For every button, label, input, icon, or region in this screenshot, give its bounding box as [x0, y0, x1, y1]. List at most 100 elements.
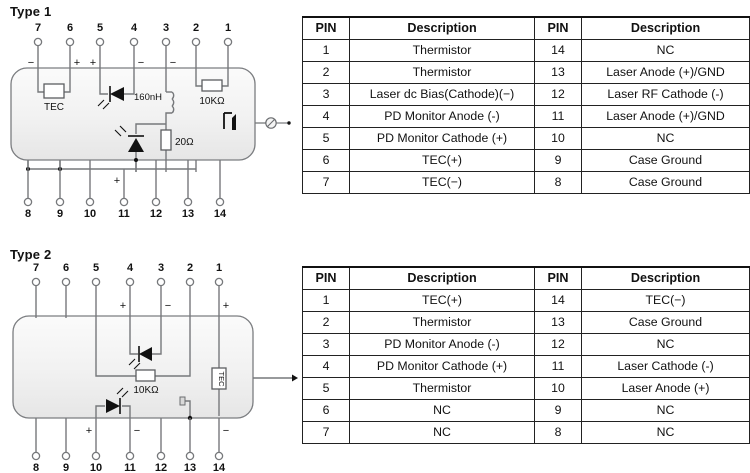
desc-right: Laser RF Cathode (-)	[581, 83, 750, 106]
top-pin-leads	[35, 284, 220, 358]
table-row: 6 TEC(+) 9 Case Ground	[302, 149, 750, 172]
thermistor-resistor	[135, 369, 156, 382]
laser-diode	[106, 387, 129, 414]
bottom-pin-number: 12	[155, 462, 167, 473]
top-pin-number: 6	[67, 22, 73, 34]
bottom-pin-number: 8	[25, 208, 31, 219]
desc-right: NC	[581, 399, 750, 422]
pin-left: 7	[302, 171, 350, 194]
table-row: 4 PD Monitor Anode (-) 11 Laser Anode (+…	[302, 105, 750, 128]
desc-right: Laser Anode (+)/GND	[581, 105, 750, 128]
top-polarity-marks: − + + − −	[28, 57, 176, 69]
rf-resistor-label: 20Ω	[175, 137, 194, 148]
top-pin-circles	[31, 277, 224, 287]
polarity-mark: +	[86, 425, 92, 437]
bottom-pin-circles	[31, 451, 224, 461]
table-row: 2 Thermistor 13 Case Ground	[302, 311, 750, 334]
desc-right: NC	[581, 127, 750, 150]
desc-right: Case Ground	[581, 311, 750, 334]
rf-termination-resistor	[160, 129, 172, 151]
pin-left: 4	[302, 105, 350, 128]
desc-right: Laser Anode (+)/GND	[581, 61, 750, 84]
pin-right: 8	[534, 171, 582, 194]
desc-left: NC	[349, 399, 535, 422]
desc-right: Case Ground	[581, 171, 750, 194]
bottom-pin-numbers: 8 9 10 11 12 13 14	[25, 208, 227, 219]
bottom-pin-leads	[27, 160, 221, 200]
desc-left: TEC(+)	[349, 289, 535, 312]
desc-right: NC	[581, 39, 750, 62]
pin-left: 6	[302, 399, 350, 422]
pin-right: 8	[534, 421, 582, 444]
desc-left: PD Monitor Anode (-)	[349, 105, 535, 128]
polarity-mark: +	[120, 300, 126, 312]
type-2-diagram: 7 6 5 4 3 2 1 + − +	[0, 258, 300, 473]
table-row: 1 TEC(+) 14 TEC(−)	[302, 289, 750, 312]
desc-left: Laser dc Bias(Cathode)(−)	[349, 83, 535, 106]
bottom-pin-number: 10	[84, 208, 96, 219]
top-pin-number: 1	[225, 22, 231, 34]
top-pin-number: 6	[63, 262, 69, 274]
thermistor-wiring	[95, 358, 191, 377]
case-ground-wiring	[185, 400, 191, 418]
top-pin-number: 2	[187, 262, 193, 274]
table-row: 7 NC 8 NC	[302, 421, 750, 444]
desc-left: TEC(−)	[349, 171, 535, 194]
pin-right: 12	[534, 333, 582, 356]
header-pin-left: PIN	[302, 266, 350, 290]
polarity-mark: −	[223, 425, 229, 437]
desc-left: NC	[349, 421, 535, 444]
top-pin-number: 7	[35, 22, 41, 34]
header-desc-right: Description	[581, 16, 750, 40]
desc-left: Thermistor	[349, 39, 535, 62]
header-pin-right: PIN	[534, 266, 582, 290]
bottom-pin-number: 9	[63, 462, 69, 473]
inductor-label: 160nH	[134, 92, 162, 103]
top-polarity-marks: + − +	[120, 300, 229, 312]
photodiode-wiring	[129, 328, 162, 355]
bottom-polarity-marks: + − −	[86, 425, 229, 437]
table-header-row: PIN Description PIN Description	[302, 266, 750, 290]
laser-wiring	[95, 405, 131, 418]
pin-left: 7	[302, 421, 350, 444]
table-row: 3 PD Monitor Anode (-) 12 NC	[302, 333, 750, 356]
top-pin-number: 4	[127, 262, 134, 274]
bottom-pin-number: 11	[124, 462, 136, 473]
pin-left: 3	[302, 333, 350, 356]
desc-left: Thermistor	[349, 311, 535, 334]
pin-left: 3	[302, 83, 350, 106]
bottom-pin-number: 10	[90, 462, 102, 473]
top-pin-number: 4	[131, 22, 138, 34]
type-1-pinout-table: PIN Description PIN Description 1 Thermi…	[302, 16, 750, 194]
table-row: 6 NC 9 NC	[302, 399, 750, 422]
header-desc-right: Description	[581, 266, 750, 290]
polarity-mark: +	[114, 175, 120, 187]
polarity-mark: −	[134, 425, 140, 437]
desc-right: Case Ground	[581, 149, 750, 172]
type-2-schematic-svg: 7 6 5 4 3 2 1 + − +	[12, 262, 298, 473]
polarity-mark: −	[165, 300, 171, 312]
header-pin-right: PIN	[534, 16, 582, 40]
tec-label: TEC	[44, 102, 64, 113]
pin-right: 13	[534, 311, 582, 334]
package-body	[10, 67, 256, 161]
thermistor-label: 10KΩ	[133, 385, 159, 396]
optical-output-port	[255, 117, 291, 129]
desc-right: NC	[581, 333, 750, 356]
pin-right: 13	[534, 61, 582, 84]
top-pin-number: 5	[93, 262, 99, 274]
top-pin-number: 7	[33, 262, 39, 274]
bottom-pin-number: 9	[57, 208, 63, 219]
bottom-pin-number: 13	[182, 208, 194, 219]
top-pin-number: 5	[97, 22, 103, 34]
pin-right: 14	[534, 289, 582, 312]
desc-left: Thermistor	[349, 377, 535, 400]
type-1-diagram: 7 6 5 4 3 2 1 − + + − − TEC	[0, 14, 300, 219]
desc-right: NC	[581, 421, 750, 444]
desc-left: PD Monitor Anode (-)	[349, 333, 535, 356]
pin-left: 6	[302, 149, 350, 172]
pin-right: 14	[534, 39, 582, 62]
optical-output-port	[253, 374, 298, 382]
pin-left: 2	[302, 61, 350, 84]
polarity-mark: +	[90, 57, 96, 69]
